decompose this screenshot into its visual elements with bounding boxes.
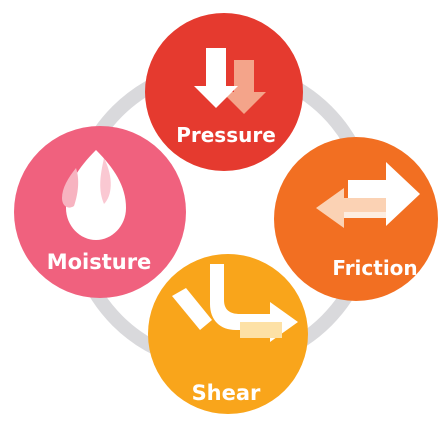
moisture-label: Moisture bbox=[47, 250, 152, 274]
node-friction: Friction bbox=[274, 137, 438, 301]
shear-arrow-icon bbox=[172, 264, 298, 342]
node-shear: Shear bbox=[148, 254, 308, 414]
pressure-label: Pressure bbox=[176, 123, 276, 147]
node-moisture: Moisture bbox=[14, 126, 186, 298]
downward-arrows-icon bbox=[194, 48, 266, 114]
friction-label: Friction bbox=[332, 256, 417, 280]
opposing-arrows-icon bbox=[316, 162, 420, 228]
node-pressure: Pressure bbox=[145, 13, 303, 171]
shear-label: Shear bbox=[192, 381, 261, 405]
droplet-icon bbox=[62, 150, 126, 240]
